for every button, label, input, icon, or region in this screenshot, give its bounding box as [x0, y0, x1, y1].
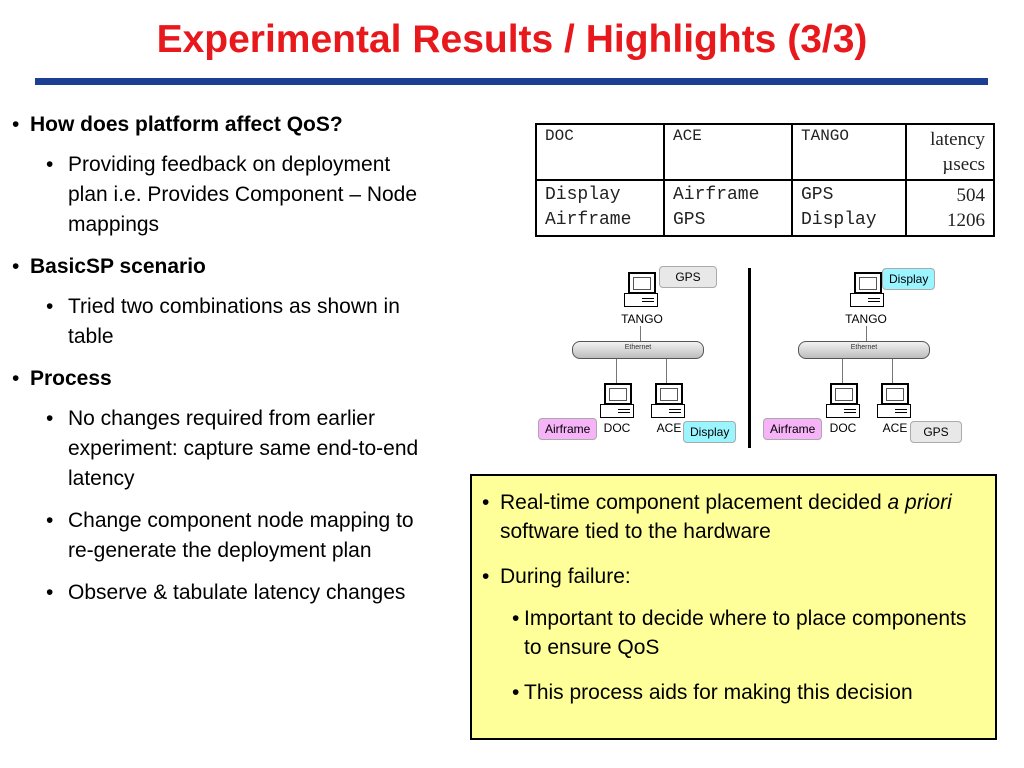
connector-line — [866, 326, 867, 342]
slide-title: Experimental Results / Highlights (3/3) — [156, 18, 868, 61]
table-cell: Display Airframe — [535, 179, 665, 237]
node-label: ACE — [882, 421, 908, 435]
bullet-item: • How does platform affect QoS? — [10, 110, 430, 140]
table-cell-value: 1206 — [947, 210, 985, 231]
note-sub-bullet-text: Important to decide where to place compo… — [524, 607, 967, 659]
table-header-cell: latency µsecs — [905, 123, 995, 181]
connector-line — [892, 359, 893, 383]
note-bullet-text: During failure: — [500, 565, 631, 588]
note-emphasis: a priori — [887, 491, 952, 514]
latency-table: DOC ACE TANGO latency µsecs Display Airf… — [535, 123, 995, 237]
ethernet-bus: Ethernet — [798, 341, 930, 359]
note-bullet-text: Real-time component placement decided a … — [500, 488, 990, 546]
table-header-cell: TANGO — [791, 123, 907, 181]
bullet-dot-icon: • — [46, 407, 54, 430]
component-tag-airframe: Airframe — [763, 418, 823, 440]
sub-bullet-item: • Tried two combinations as shown in tab… — [10, 292, 430, 352]
latency-header: latency — [930, 129, 985, 150]
node-label: DOC — [603, 421, 631, 435]
table-cell-value: GPS — [673, 210, 706, 230]
component-tag-gps: GPS — [659, 266, 717, 288]
connector-line — [666, 359, 667, 383]
bullet-dot-icon: • — [12, 367, 20, 390]
component-tag-display: Display — [882, 268, 936, 290]
connector-line — [616, 359, 617, 383]
bullet-dot-icon: • — [482, 565, 490, 588]
table-cell: GPS Display — [791, 179, 907, 237]
note-box: • Real-time component placement decided … — [470, 474, 997, 740]
sub-bullet-text: Tried two combinations as shown in table — [68, 295, 400, 348]
component-tag-display: Display — [683, 421, 737, 443]
title-rule — [35, 78, 988, 85]
bus-label: Ethernet — [624, 344, 652, 351]
bullet-text: BasicSP scenario — [30, 255, 206, 278]
sub-bullet-text: Change component node mapping to re-gene… — [68, 509, 414, 562]
table-cell-value: Display — [545, 185, 621, 205]
table-header-cell: ACE — [663, 123, 793, 181]
connector-line — [842, 359, 843, 383]
note-sub-bullet-text: This process aids for making this decisi… — [524, 681, 913, 704]
bullet-dot-icon: • — [512, 681, 520, 704]
bullet-dot-icon: • — [46, 509, 54, 532]
sub-bullet-text: No changes required from earlier experim… — [68, 407, 419, 490]
bus-label: Ethernet — [850, 344, 878, 351]
sub-bullet-item: • No changes required from earlier exper… — [10, 404, 430, 494]
table-cell-value: Airframe — [545, 210, 632, 230]
table-cell-value: Display — [801, 210, 877, 230]
table-cell-value: 504 — [956, 185, 986, 206]
sub-bullet-item: • Observe & tabulate latency changes — [10, 578, 430, 608]
bullet-item: • BasicSP scenario — [10, 252, 430, 282]
bullet-dot-icon: • — [482, 491, 490, 514]
table-cell-value: Airframe — [673, 185, 760, 205]
computer-icon — [826, 383, 860, 419]
component-tag-gps: GPS — [910, 421, 962, 443]
unit-header: µsecs — [942, 154, 985, 175]
node-label: TANGO — [621, 312, 663, 326]
sub-bullet-item: • Change component node mapping to re-ge… — [10, 506, 430, 566]
table-cell: Airframe GPS — [663, 179, 793, 237]
table-cell-value: GPS — [801, 185, 834, 205]
bullet-dot-icon: • — [46, 581, 54, 604]
bullet-dot-icon: • — [46, 153, 54, 176]
ethernet-bus: Ethernet — [572, 341, 704, 359]
connector-line — [640, 326, 641, 342]
computer-icon — [850, 272, 884, 308]
sub-bullet-item: • Providing feedback on deployment plan … — [10, 150, 430, 240]
sub-bullet-text: Providing feedback on deployment plan i.… — [68, 153, 418, 236]
computer-icon — [877, 383, 911, 419]
bullet-dot-icon: • — [12, 113, 20, 136]
note-text: software tied to the hardware — [500, 520, 771, 543]
bullet-dot-icon: • — [12, 255, 20, 278]
bullet-text: How does platform affect QoS? — [30, 113, 343, 136]
table-cell: 504 1206 — [905, 179, 995, 237]
bullet-item: • Process — [10, 364, 430, 394]
bullet-dot-icon: • — [512, 607, 520, 630]
node-label: DOC — [829, 421, 857, 435]
bullet-list: • How does platform affect QoS? • Provid… — [10, 110, 430, 620]
component-tag-airframe: Airframe — [538, 418, 598, 440]
node-label: ACE — [656, 421, 682, 435]
note-text: Real-time component placement decided — [500, 491, 888, 514]
table-header-row: DOC ACE TANGO latency µsecs — [535, 123, 995, 181]
diagram-divider — [748, 268, 751, 448]
table-header-cell: DOC — [535, 123, 665, 181]
bullet-text: Process — [30, 367, 112, 390]
sub-bullet-text: Observe & tabulate latency changes — [68, 581, 406, 604]
bullet-dot-icon: • — [46, 295, 54, 318]
node-label: TANGO — [845, 312, 887, 326]
computer-icon — [600, 383, 634, 419]
computer-icon — [651, 383, 685, 419]
table-row: Display Airframe Airframe GPS GPS Displa… — [535, 179, 995, 237]
computer-icon — [624, 272, 658, 308]
